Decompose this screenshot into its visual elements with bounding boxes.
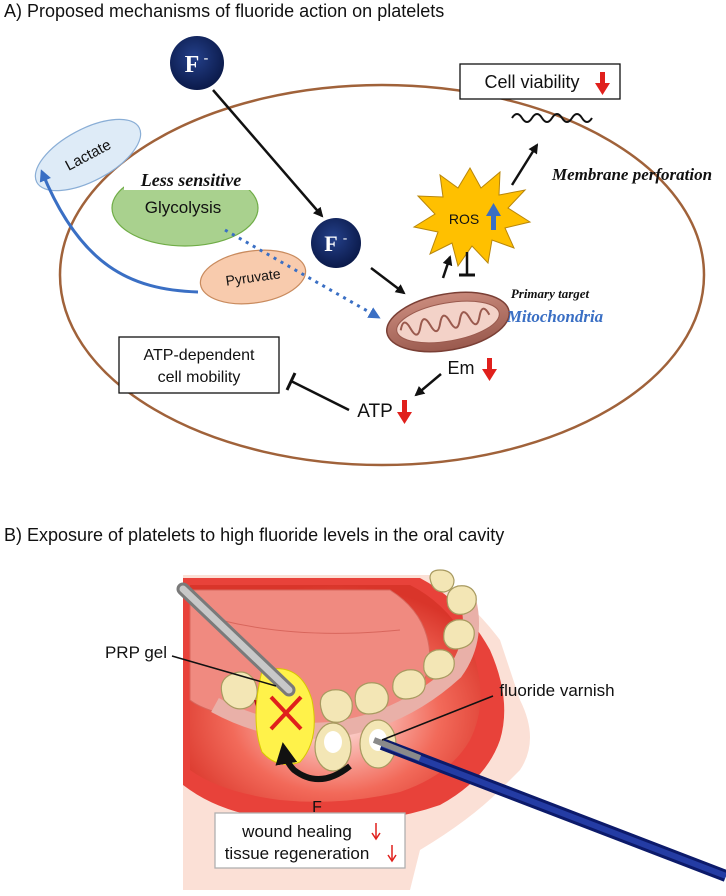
ros-up-arrow-icon — [486, 203, 501, 230]
fluoride-varnish-label: fluoride varnish — [499, 681, 614, 700]
ros-to-perforation-arrow — [510, 143, 539, 186]
tooth — [319, 689, 353, 723]
tooth — [354, 682, 389, 715]
tooth — [392, 669, 426, 700]
ros-burst: ROS — [412, 166, 532, 268]
fluoride-diffusion-arrow — [275, 742, 352, 783]
membrane-perforation-label: Membrane perforation — [551, 165, 712, 184]
glycolysis-to-mitochondria-arrow — [224, 228, 381, 319]
less-sensitive-box — [124, 168, 254, 190]
fluoride-charge: - — [204, 51, 209, 66]
wound-healing-down-arrow-icon — [371, 823, 381, 841]
tooth — [443, 619, 475, 650]
em-to-atp-arrow — [414, 373, 442, 397]
glycolysis-label: Glycolysis — [145, 198, 222, 217]
tooth — [220, 671, 258, 710]
ros-label: ROS — [449, 211, 479, 227]
atp-dependent-mobility-box: ATP-dependent cell mobility — [118, 336, 280, 394]
atp-inhibition-line — [290, 379, 350, 412]
atp-down-arrow-icon — [397, 400, 412, 424]
less-sensitive-label: Less sensitive — [140, 170, 242, 190]
varnish-brush — [372, 737, 726, 882]
prp-gel-label: PRP gel — [105, 643, 167, 662]
em-down-arrow-icon — [482, 358, 497, 381]
atp-inhibition-bar — [285, 372, 297, 391]
mitochondria-icon — [385, 291, 511, 353]
tissue-regeneration-label: tissue regeneration — [225, 844, 370, 863]
em-label: Em — [448, 358, 475, 378]
fluoride-charge: - — [343, 230, 347, 245]
atp-label: ATP — [357, 401, 393, 422]
fluoride-ion-outside: F - — [170, 36, 224, 90]
lactate-node: Lactate — [34, 118, 142, 192]
tissue-regeneration-down-arrow-icon — [387, 845, 397, 863]
primary-target-label: Primary target — [511, 286, 590, 301]
f-label: F — [312, 799, 322, 816]
glycolysis-node: Less sensitive Glycolysis — [111, 168, 259, 247]
effects-box: wound healing tissue regeneration — [214, 812, 406, 869]
panel-a: Lactate Less sensitive Glycolysis Pyruva… — [34, 36, 712, 467]
fluoride-to-mitochondria-arrow — [370, 267, 406, 295]
wound-healing-label: wound healing — [241, 822, 352, 841]
tooth — [429, 569, 455, 593]
cell-viability-box: Cell viability — [459, 63, 621, 100]
mitochondria-to-ros-arrow — [441, 255, 453, 279]
fluoride-varnish-leader — [381, 695, 494, 741]
atp-dependent-line1: ATP-dependent — [144, 347, 255, 364]
prp-gel-leader — [171, 655, 277, 687]
atp-dependent-line2: cell mobility — [158, 369, 241, 386]
cell-membrane — [58, 83, 706, 467]
fluoride-entry-arrow — [212, 89, 324, 218]
cell-viability-label: Cell viability — [484, 72, 579, 92]
teeth-arch — [220, 569, 477, 723]
fluoride-symbol: F — [185, 52, 200, 78]
pyruvate-to-lactate-arrow — [39, 169, 199, 294]
pyruvate-node: Pyruvate — [199, 249, 307, 305]
panel-b: PRP gel fluoride varnish F wound healing… — [105, 569, 726, 890]
panel-b-heading: B) Exposure of platelets to high fluorid… — [4, 525, 505, 545]
fluoride-ion-inside: F - — [311, 218, 361, 268]
panel-a-heading: A) Proposed mechanisms of fluoride actio… — [4, 1, 445, 21]
tongue-line — [219, 619, 401, 634]
perforation-wave-icon — [511, 113, 593, 123]
syringe-probe — [176, 582, 296, 697]
mitochondria-label: Mitochondria — [506, 307, 604, 326]
fluoride-symbol: F — [324, 231, 337, 256]
pyruvate-label: Pyruvate — [225, 265, 282, 289]
down-arrow-icon — [595, 72, 610, 95]
tooth — [446, 585, 477, 615]
inhibition-x-icon — [269, 695, 303, 731]
tooth — [423, 649, 455, 680]
